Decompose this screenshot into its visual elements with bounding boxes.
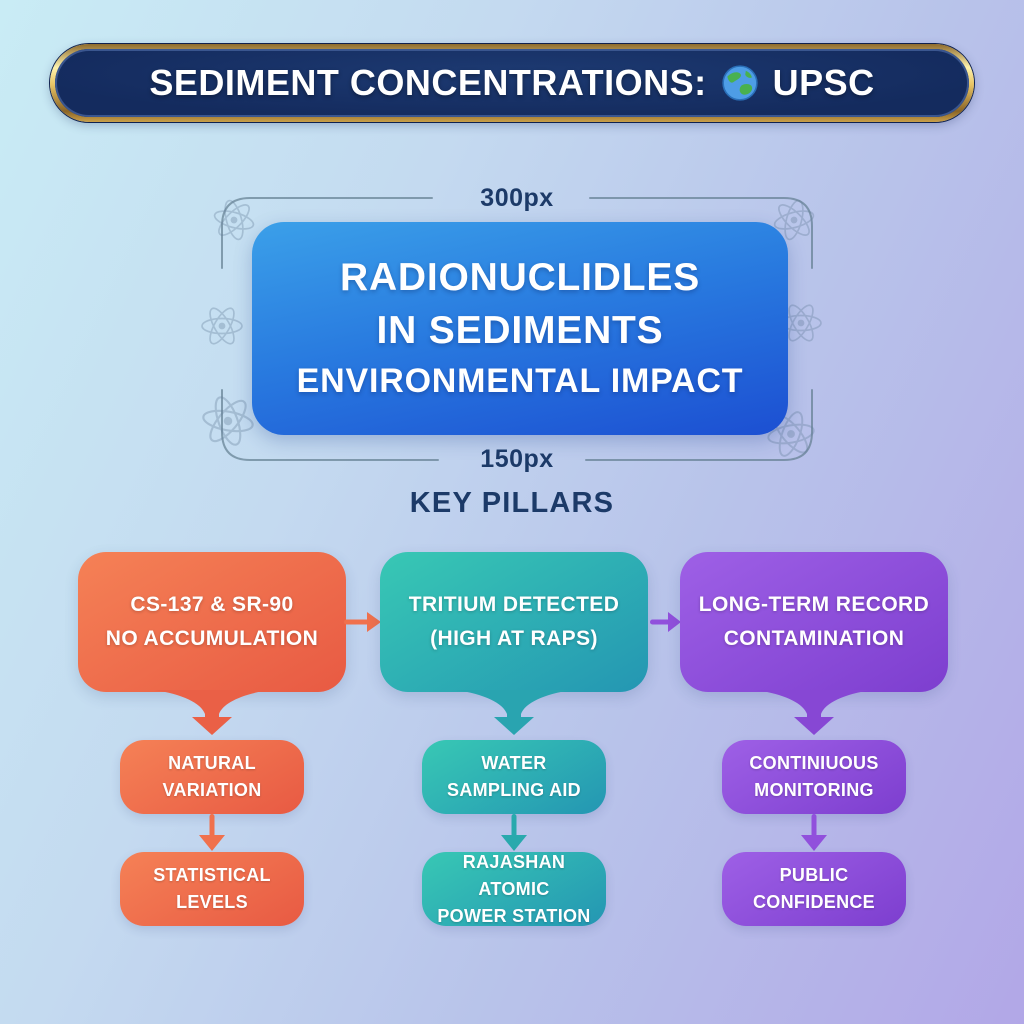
- hero-line-2: IN SEDIMENTS: [376, 309, 664, 352]
- funnel-arrow-down-icon: [154, 690, 270, 735]
- arrow-right-icon: [650, 612, 681, 632]
- arrow-down-icon: [501, 814, 527, 851]
- pillar-head-line: CS-137 & SR-90: [130, 592, 294, 616]
- pillar-head-line: (HIGH AT RAPS): [430, 627, 598, 650]
- header-title: SEDIMENT CONCENTRATIONS:: [149, 62, 707, 103]
- step-line: NATURAL: [168, 753, 256, 773]
- step-box-water-sampling: WATER SAMPLING AID: [422, 740, 606, 814]
- arrow-right-icon: [344, 612, 381, 632]
- arrow-down-icon: [199, 814, 225, 851]
- step-line: WATER: [481, 753, 547, 773]
- funnel-arrow-down-icon: [756, 690, 872, 735]
- step-box-statistical-levels: STATISTICAL LEVELS: [120, 852, 304, 926]
- pillar-head-tritium: TRITIUM DETECTED (HIGH AT RAPS): [380, 552, 648, 692]
- arrow-down-icon: [801, 814, 827, 851]
- step-box-public-confidence: PUBLIC CONFIDENCE: [722, 852, 906, 926]
- hero-line-1: RADIONUCLIDLES: [339, 256, 701, 299]
- step-line: RAJASHAN ATOMIC: [462, 851, 566, 899]
- height-dimension-label: 150px: [480, 445, 554, 473]
- header-org: UPSC: [772, 62, 875, 103]
- step-box-continuous-monitoring: CONTINIUOUS MONITORING: [722, 740, 906, 814]
- globe-icon: [721, 64, 759, 102]
- step-box-rajashan-power-station: RAJASHAN ATOMIC POWER STATION: [422, 852, 606, 926]
- pillar-head-cs137-sr90: CS-137 & SR-90 NO ACCUMULATION: [78, 552, 346, 692]
- header-banner: SEDIMENT CONCENTRATIONS: UPSC: [50, 44, 974, 122]
- atom-icon: [201, 304, 243, 348]
- step-line: MONITORING: [754, 780, 874, 800]
- hero-line-3: ENVIRONMENTAL IMPACT: [296, 362, 744, 400]
- atom-icon: [208, 193, 260, 247]
- pillar-head-line: CONTAMINATION: [723, 627, 905, 650]
- width-dimension-label: 300px: [480, 184, 554, 212]
- step-line: LEVELS: [176, 892, 248, 912]
- header-banner-inner: SEDIMENT CONCENTRATIONS: UPSC: [55, 49, 969, 117]
- atom-icon: [197, 389, 259, 453]
- step-line: STATISTICAL: [153, 865, 271, 885]
- step-line: POWER STATION: [437, 905, 591, 926]
- step-line: CONFIDENCE: [752, 892, 875, 912]
- step-line: VARIATION: [162, 780, 262, 800]
- pillar-head-line: NO ACCUMULATION: [105, 627, 319, 650]
- pillar-head-line: LONG-TERM RECORD: [698, 592, 930, 616]
- step-line: SAMPLING AID: [447, 780, 581, 800]
- hero-card: RADIONUCLIDLES IN SEDIMENTS ENVIRONMENTA…: [252, 222, 788, 435]
- funnel-arrow-down-icon: [456, 690, 572, 735]
- pillar-head-long-term-record: LONG-TERM RECORD CONTAMINATION: [680, 552, 948, 692]
- step-line: PUBLIC: [779, 865, 849, 885]
- section-title: KEY PILLARS: [409, 487, 615, 519]
- step-box-natural-variation: NATURAL VARIATION: [120, 740, 304, 814]
- pillar-head-line: TRITIUM DETECTED: [408, 592, 620, 616]
- step-line: CONTINIUOUS: [749, 753, 879, 773]
